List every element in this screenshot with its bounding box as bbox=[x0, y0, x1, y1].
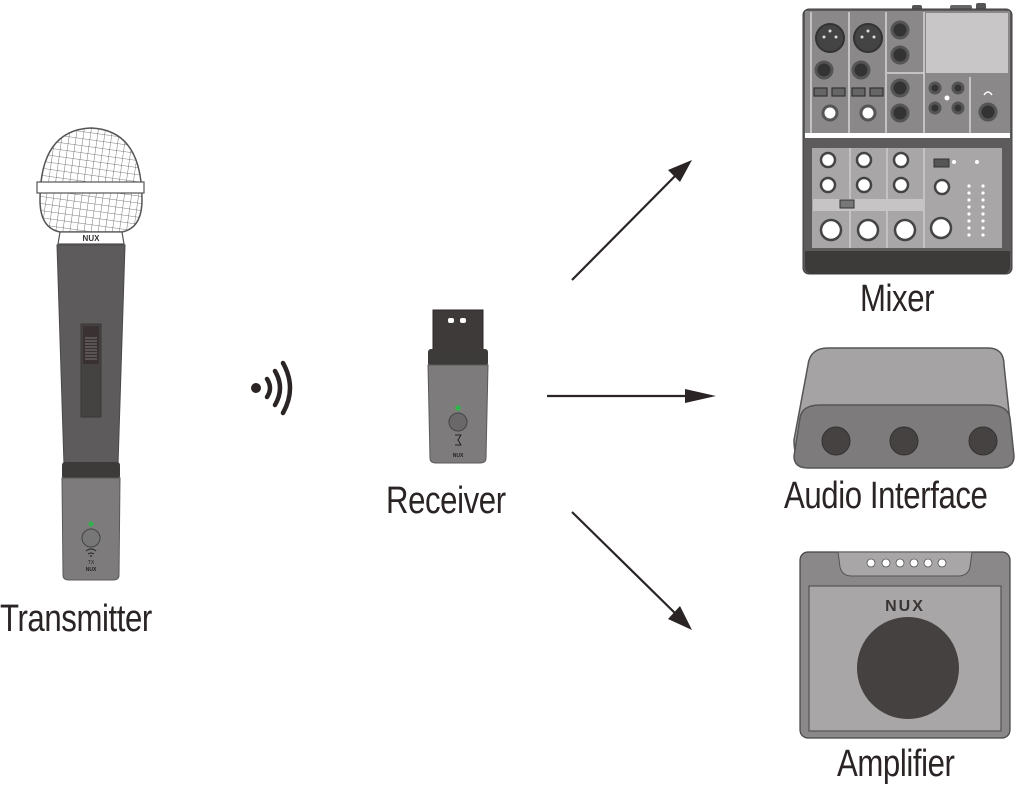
audio-interface-jack-3 bbox=[968, 426, 998, 456]
receiver-label: Receiver bbox=[386, 480, 506, 522]
audio-interface-label: Audio Interface bbox=[784, 475, 988, 517]
amplifier-device: NUX bbox=[799, 551, 1011, 739]
mixer-knobs bbox=[819, 151, 953, 242]
transmitter-power-button bbox=[81, 528, 101, 548]
microphone-brand-logo: NUX bbox=[83, 234, 101, 243]
audio-interface-jack-2 bbox=[889, 426, 919, 456]
arrow-to-mixer bbox=[571, 160, 692, 281]
receiver-device: NUX bbox=[427, 309, 489, 464]
audio-interface-device bbox=[793, 347, 1015, 469]
transmitter-brand-logo: NUX bbox=[86, 567, 97, 573]
mixer-xlr-inputs bbox=[815, 23, 883, 53]
arrow-to-audio-interface bbox=[547, 389, 716, 403]
arrow-to-amplifier bbox=[571, 511, 692, 630]
mixer-device bbox=[802, 3, 1013, 275]
transmitter-tx-label: TX bbox=[88, 560, 95, 566]
amplifier-speaker bbox=[857, 617, 959, 719]
transmitter-label: Transmitter bbox=[0, 598, 152, 640]
receiver-brand-logo: NUX bbox=[453, 453, 464, 459]
receiver-led bbox=[455, 405, 461, 411]
transmitter-led bbox=[88, 521, 94, 527]
mixer-level-meter bbox=[967, 184, 985, 237]
amplifier-brand-logo: NUX bbox=[885, 598, 925, 615]
receiver-usb-plug bbox=[432, 309, 484, 353]
amplifier-control-panel bbox=[837, 551, 973, 577]
receiver-pair-button bbox=[448, 412, 468, 432]
amplifier-leds bbox=[866, 558, 947, 568]
wireless-signal-icon bbox=[251, 360, 293, 416]
mixer-display bbox=[926, 13, 1008, 73]
audio-interface-jack-1 bbox=[821, 426, 851, 456]
microphone-grille bbox=[36, 127, 145, 245]
transmitter-unit bbox=[61, 462, 121, 581]
amplifier-label: Amplifier bbox=[837, 743, 955, 785]
mixer-label: Mixer bbox=[860, 278, 935, 320]
